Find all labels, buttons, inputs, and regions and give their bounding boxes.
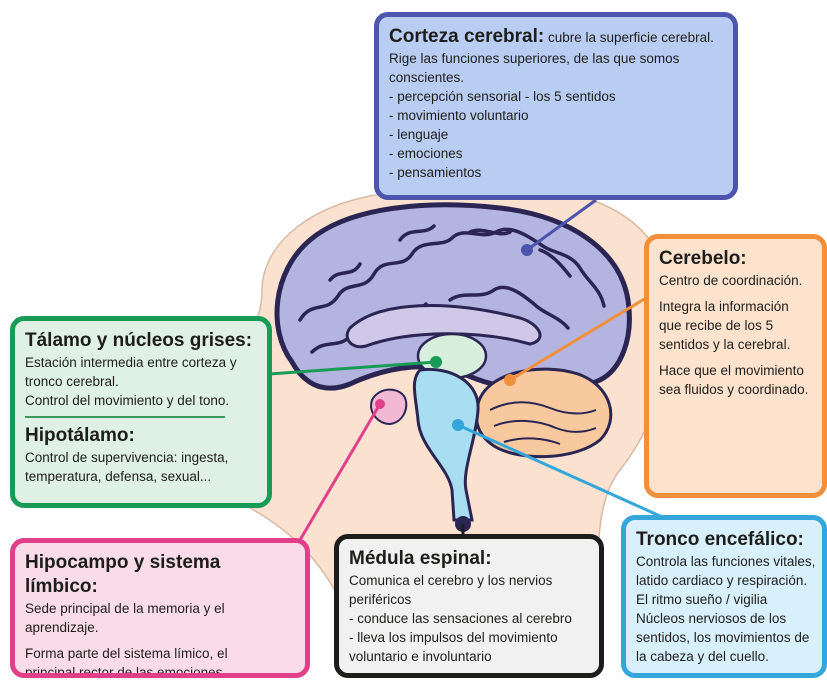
tronco-line: Núcleos nerviosos de los <box>636 609 812 628</box>
medula-line: Comunica el cerebro y los nervios <box>349 571 589 590</box>
talamo-line: Control del movimiento y del tono. <box>25 391 257 410</box>
talamo-line: tronco cerebral. <box>25 372 257 391</box>
cerebelo-spacer <box>659 290 812 297</box>
cerebelo-spacer <box>659 354 812 361</box>
cerebelo-line: sentidos y la cerebral. <box>659 335 812 354</box>
corteza-line: - percepción sensorial - los 5 sentidos <box>389 87 723 106</box>
corteza-title: Corteza cerebral: <box>389 26 544 47</box>
hipotalamo-title: Hipotálamo: <box>25 424 257 448</box>
dot-cerebelo <box>504 374 516 386</box>
hipocampo-line: Sede principal de la memoria y el <box>25 599 295 618</box>
corteza-cerebral-box: Corteza cerebral: cubre la superficie ce… <box>374 12 738 200</box>
dot-talamo <box>430 356 442 368</box>
hipocampo-line: Forma parte del sistema límico, el <box>25 644 295 663</box>
medula-box: Médula espinal: Comunica el cerebro y lo… <box>334 534 604 678</box>
tronco-line: sentidos, los movimientos de <box>636 628 812 647</box>
hipotalamo-line: temperatura, defensa, sexual... <box>25 467 257 486</box>
dot-hipocampo <box>375 399 385 409</box>
hipocampo-box: Hipocampo y sistema límbico: Sede princi… <box>10 538 310 678</box>
hipotalamo-line: Control de supervivencia: ingesta, <box>25 448 257 467</box>
medula-line: - lleva los impulsos del movimiento <box>349 628 589 647</box>
tronco-line: Controla las funciones vitales, <box>636 552 812 571</box>
corteza-line: Rige las funciones superiores, de las qu… <box>389 49 723 68</box>
corteza-line: - lenguaje <box>389 125 723 144</box>
dot-tronco <box>452 419 464 431</box>
cerebelo-line: Centro de coordinación. <box>659 271 812 290</box>
talamo-title: Tálamo y núcleos grises: <box>25 329 257 353</box>
hipocampo-line: principal rector de las emociones <box>25 663 295 678</box>
tronco-line: la cabeza y del cuello. <box>636 647 812 666</box>
hipocampo-line: aprendizaje. <box>25 618 295 637</box>
tronco-box: Tronco encefálico: Controla las funcione… <box>621 515 827 678</box>
cerebelo-title: Cerebelo: <box>659 247 812 271</box>
dot-corteza <box>521 244 533 256</box>
cerebelo-line: Integra la información <box>659 297 812 316</box>
corteza-line: - emociones <box>389 144 723 163</box>
cerebelo-line: Hace que el movimiento <box>659 361 812 380</box>
medula-title: Médula espinal: <box>349 547 589 571</box>
corteza-line: conscientes. <box>389 68 723 87</box>
cerebelo-line: que recibe de los 5 <box>659 316 812 335</box>
hipocampo-spacer <box>25 637 295 644</box>
tronco-line: latido cardiaco y respiración. <box>636 571 812 590</box>
tronco-line: El ritmo sueño / vigilia <box>636 590 812 609</box>
corteza-subtitle: cubre la superficie cerebral. <box>548 30 714 45</box>
cerebelo-line: sea fluidos y coordinado. <box>659 380 812 399</box>
medula-line: voluntario e involuntario <box>349 647 589 666</box>
talamo-divider <box>25 416 225 418</box>
corteza-line: - pensamientos <box>389 163 723 182</box>
tronco-title: Tronco encefálico: <box>636 528 812 552</box>
medula-line: - conduce las sensaciones al cerebro <box>349 609 589 628</box>
hipocampo-title: Hipocampo y sistema límbico: <box>25 551 295 599</box>
corteza-line: - movimiento voluntario <box>389 106 723 125</box>
cerebelo-box: Cerebelo: Centro de coordinación. Integr… <box>644 234 827 498</box>
talamo-line: Estación intermedia entre corteza y <box>25 353 257 372</box>
medula-line: periféricos <box>349 590 589 609</box>
talamo-box: Tálamo y núcleos grises: Estación interm… <box>10 316 272 508</box>
